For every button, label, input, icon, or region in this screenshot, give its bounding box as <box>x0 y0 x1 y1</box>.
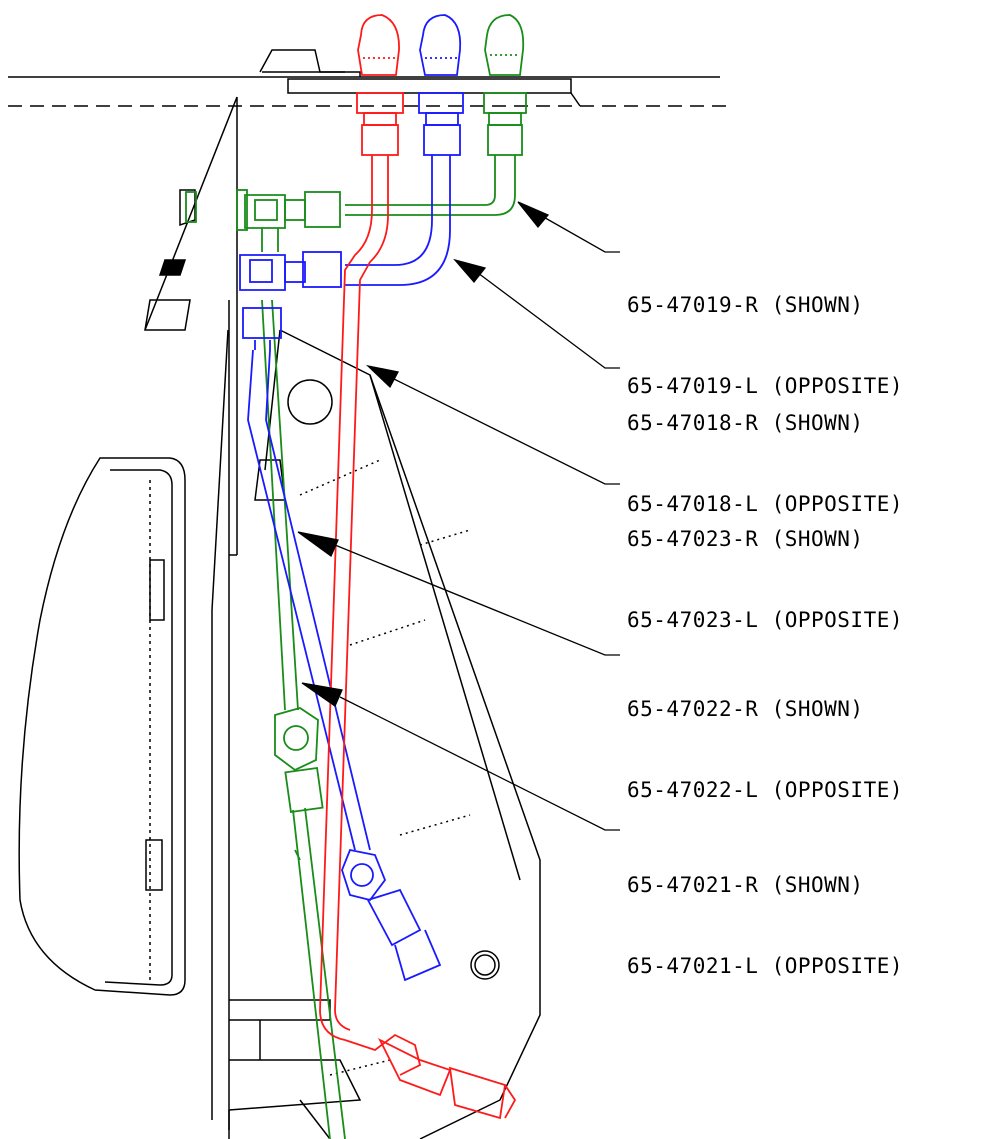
callout-shown-label: 65-47022-R (SHOWN) <box>627 697 864 721</box>
callout-opposite-label: 65-47019-L (OPPOSITE) <box>627 374 904 398</box>
callout-shown-label: 65-47018-R (SHOWN) <box>627 411 864 435</box>
callout-65-47023: 65-47023-R (SHOWN) 65-47023-L (OPPOSITE) <box>627 472 903 661</box>
callout-65-47021: 65-47021-R (SHOWN) 65-47021-L (OPPOSITE) <box>627 818 903 1007</box>
callout-shown-label: 65-47019-R (SHOWN) <box>627 293 864 317</box>
callout-65-47018: 65-47018-R (SHOWN) 65-47018-L (OPPOSITE) <box>627 356 903 545</box>
leader-lines <box>297 201 620 831</box>
red-tube-assembly <box>319 14 517 1120</box>
green-tube-assembly <box>185 14 527 1139</box>
structure-outline <box>8 49 730 1139</box>
callout-opposite-label: 65-47018-L (OPPOSITE) <box>627 492 904 516</box>
callout-shown-label: 65-47023-R (SHOWN) <box>627 527 864 551</box>
callout-opposite-label: 65-47022-L (OPPOSITE) <box>627 778 904 802</box>
callout-opposite-label: 65-47023-L (OPPOSITE) <box>627 608 904 632</box>
callout-65-47019: 65-47019-R (SHOWN) 65-47019-L (OPPOSITE) <box>627 238 903 427</box>
callout-opposite-label: 65-47021-L (OPPOSITE) <box>627 954 904 978</box>
callout-65-47022: 65-47022-R (SHOWN) 65-47022-L (OPPOSITE) <box>627 642 903 831</box>
callout-shown-label: 65-47021-R (SHOWN) <box>627 873 864 897</box>
